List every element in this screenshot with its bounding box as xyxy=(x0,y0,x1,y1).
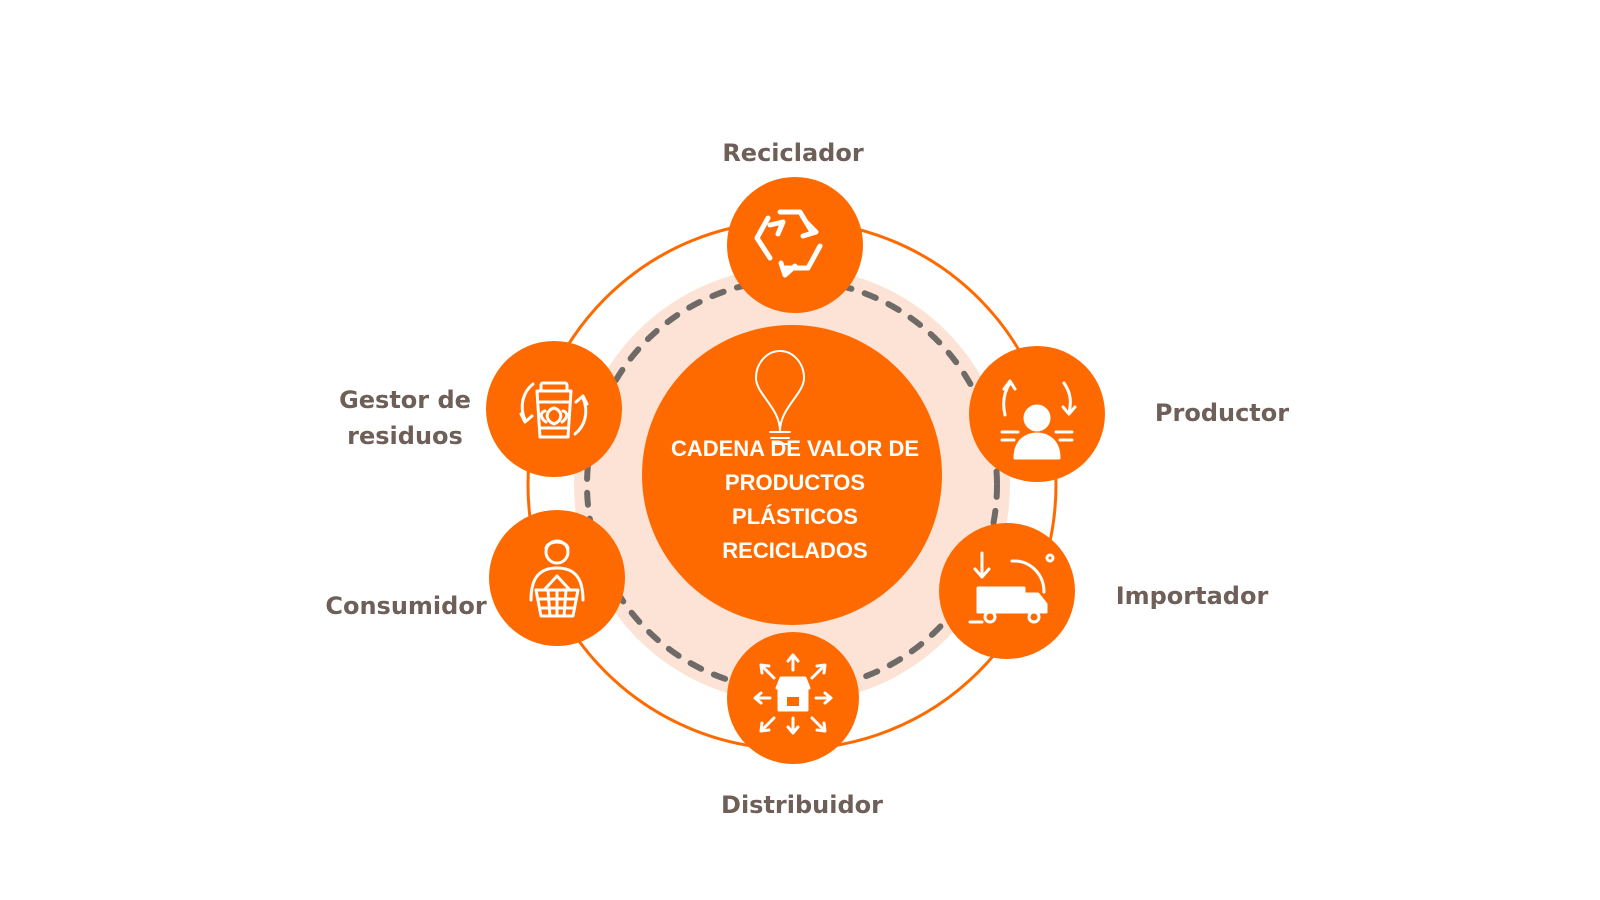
label-line: Gestor de xyxy=(339,386,471,414)
node-distribuidor xyxy=(727,632,859,764)
label-productor: Productor xyxy=(1155,395,1289,431)
node-consumidor xyxy=(489,510,625,646)
label-consumidor: Consumidor xyxy=(325,588,486,624)
label-line: Importador xyxy=(1115,582,1269,610)
label-reciclador: Reciclador xyxy=(722,135,863,171)
label-line: Distribuidor xyxy=(721,791,883,819)
recycle-icon xyxy=(754,209,823,278)
import-truck-icon xyxy=(968,551,1055,624)
label-line: residuos xyxy=(347,422,463,450)
label-importador: Importador xyxy=(1116,578,1269,614)
center-title-line: RECICLADOS xyxy=(722,538,868,563)
center-title-line: PLÁSTICOS xyxy=(732,504,858,529)
distribution-store-icon xyxy=(753,653,833,735)
waste-bin-icon xyxy=(519,381,589,439)
label-distribuidor: Distribuidor xyxy=(721,787,883,823)
label-gestor-de-residuos: Gestor de residuos xyxy=(339,382,471,454)
center-title: CADENA DE VALOR DE PRODUCTOS PLÁSTICOS R… xyxy=(650,432,940,568)
label-line: Productor xyxy=(1154,399,1290,427)
lightbulb-icon xyxy=(755,350,805,445)
label-line: Reciclador xyxy=(722,139,864,167)
consumer-basket-icon xyxy=(529,539,585,618)
node-gestor xyxy=(486,341,622,477)
center-title-line: PRODUCTOS xyxy=(724,470,866,495)
label-line: Consumidor xyxy=(325,592,487,620)
node-reciclador xyxy=(727,177,863,313)
producer-icon xyxy=(1000,379,1077,460)
center-title-line: CADENA DE VALOR DE xyxy=(670,436,920,461)
node-importador xyxy=(939,523,1075,659)
center-disc xyxy=(642,325,942,625)
node-productor xyxy=(969,346,1105,482)
